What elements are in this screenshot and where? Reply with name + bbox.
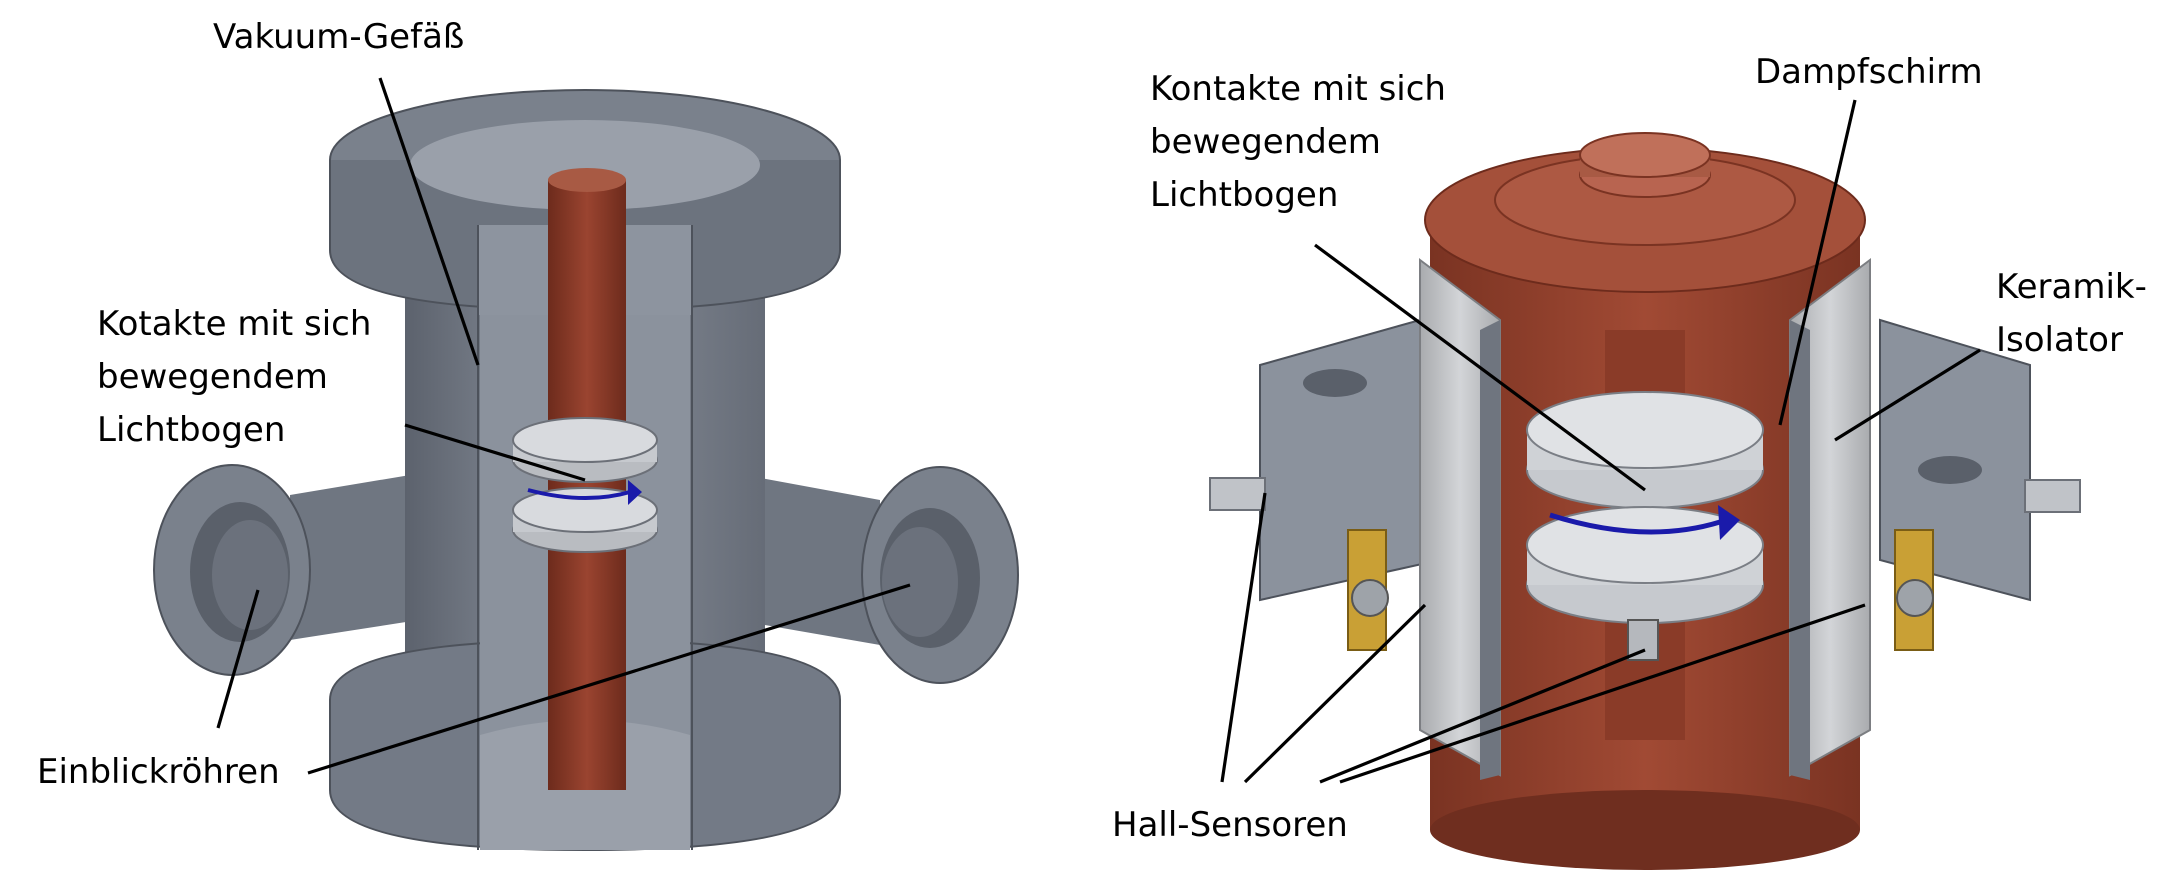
label-left-contacts-line3: Lichtbogen bbox=[97, 410, 285, 450]
leader-lines bbox=[216, 77, 1981, 784]
label-left-contacts-line2: bewegendem bbox=[97, 357, 328, 397]
label-right-contacts-line1: Kontakte mit sich bbox=[1150, 69, 1446, 109]
leader-hall-2 bbox=[1243, 603, 1427, 784]
labels: Vakuum-Gefäß Kotakte mit sich bewegendem… bbox=[37, 17, 2147, 845]
copper-rod bbox=[548, 168, 626, 790]
leader-vapor-shield bbox=[1778, 99, 1857, 426]
label-ceramic-line2: Isolator bbox=[1996, 320, 2123, 360]
leader-hall-3 bbox=[1319, 648, 1646, 784]
leader-vacuum-vessel bbox=[378, 77, 480, 366]
right-side-block bbox=[1879, 318, 2081, 651]
leader-right-contacts bbox=[1314, 243, 1646, 492]
ceramic-cylinder bbox=[1419, 258, 1871, 780]
right-apparatus bbox=[1209, 132, 2081, 870]
leader-left-contacts bbox=[404, 423, 586, 482]
label-ceramic-line1: Keramik- bbox=[1996, 267, 2147, 307]
label-left-contacts-line1: Kotakte mit sich bbox=[97, 304, 371, 344]
label-right-contacts-line3: Lichtbogen bbox=[1150, 175, 1338, 215]
label-right-contacts-line2: bewegendem bbox=[1150, 122, 1381, 162]
leader-hall-1 bbox=[1220, 492, 1267, 783]
leader-viewport-left bbox=[216, 589, 260, 729]
label-hall-sensors: Hall-Sensoren bbox=[1112, 805, 1348, 845]
left-contacts bbox=[512, 417, 658, 553]
leader-hall-4 bbox=[1339, 603, 1866, 784]
label-vacuum-vessel: Vakuum-Gefäß bbox=[213, 17, 464, 57]
label-viewports: Einblickröhren bbox=[37, 752, 280, 792]
left-apparatus bbox=[153, 89, 1019, 852]
label-vapor-shield: Dampfschirm bbox=[1755, 52, 1983, 92]
leader-viewport-right bbox=[307, 583, 911, 775]
left-side-block bbox=[1209, 318, 1442, 651]
leader-ceramic bbox=[1834, 348, 1981, 442]
